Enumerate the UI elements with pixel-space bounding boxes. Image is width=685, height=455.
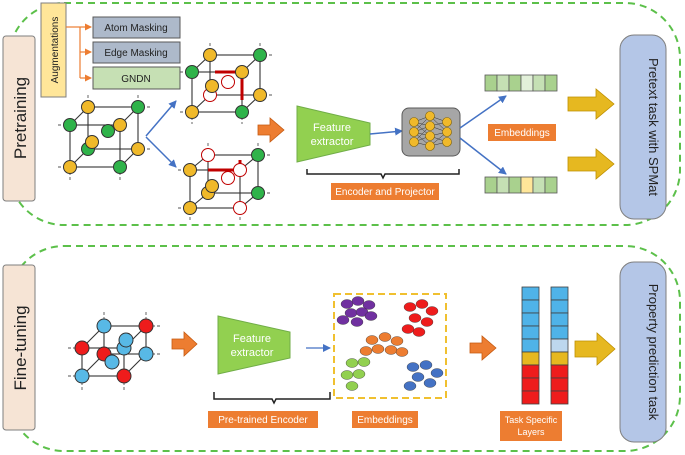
arrow-to-embedding-top (459, 95, 507, 129)
augmentation-connectors (66, 23, 92, 82)
arrow-to-projector (369, 127, 403, 136)
finetune-extractor-label-line1: Feature (233, 333, 271, 345)
crystal-graph-augmented-top (180, 43, 272, 124)
task-layer-column-left (521, 286, 540, 405)
task-layers-label-line1: Task Specific (505, 415, 558, 425)
embedding-vector-top (484, 74, 558, 92)
finetune-embeddings-label: Embeddings (357, 415, 413, 426)
arrow-to-finetune-extractor (171, 331, 198, 357)
atom-masking-box (92, 16, 181, 39)
pretraining-embeddings-box (488, 124, 556, 141)
arrow-to-embedding-bottom (459, 137, 507, 175)
finetune-embeddings-box (352, 411, 418, 428)
feature-extractor-pretraining (296, 105, 371, 163)
edge-masking-label: Edge Masking (104, 48, 167, 59)
gndn-label: GNDN (121, 74, 150, 85)
property-task-label: Property prediction task (646, 284, 661, 421)
embedding-cluster-frame (333, 293, 447, 399)
pretraining-side-label (2, 35, 36, 202)
feature-extractor-label-line1: Feature (313, 122, 351, 134)
pretrained-encoder-box (208, 411, 318, 428)
feature-extractor-finetuning (217, 315, 291, 375)
crystal-graph-finetuning (68, 312, 160, 390)
embedding-vector-bottom (484, 176, 558, 194)
arrow-to-task-layers (469, 335, 497, 361)
crystal-graph-original (58, 95, 150, 180)
augmentations-box (40, 2, 67, 98)
encoder-projector-label: Encoder and Projector (335, 187, 435, 198)
finetuning-label: Fine-tuning (11, 305, 30, 390)
arrow-to-augmented-bottom (145, 136, 177, 168)
arrow-to-feature-extractor (257, 117, 285, 143)
encoder-projector-box (331, 183, 439, 200)
atom-masking-label: Atom Masking (104, 23, 167, 34)
property-task-box (619, 261, 667, 443)
gold-arrow-top (567, 88, 615, 120)
finetune-extractor-label-line2: extractor (231, 347, 274, 359)
finetuning-side-label (2, 264, 36, 431)
edge-masking-box (92, 41, 181, 64)
pretext-task-box (619, 34, 667, 220)
pretraining-label: Pretraining (11, 77, 30, 159)
pretraining-embeddings-label: Embeddings (494, 128, 550, 139)
gndn-box (92, 66, 181, 90)
embedding-clusters (336, 296, 444, 391)
finetuning-panel (8, 245, 681, 452)
pretrained-encoder-label: Pre-trained Encoder (218, 415, 308, 426)
pretrained-encoder-brace (213, 392, 331, 405)
gold-arrow-finetune (574, 332, 616, 366)
task-layers-label-line2: Layers (517, 427, 545, 437)
pretext-task-label: Pretext task with SPMat (646, 58, 661, 196)
projector-network-icon (401, 107, 461, 157)
encoder-brace (306, 169, 460, 180)
crystal-graph-augmented-bottom (178, 143, 270, 220)
augmentations-label: Augmentations (50, 17, 61, 84)
feature-extractor-label-line2: extractor (311, 136, 354, 148)
arrow-to-augmented-top (145, 100, 177, 137)
task-layer-column-right (550, 286, 569, 405)
task-layers-box (500, 411, 562, 441)
gold-arrow-bottom (567, 148, 615, 180)
